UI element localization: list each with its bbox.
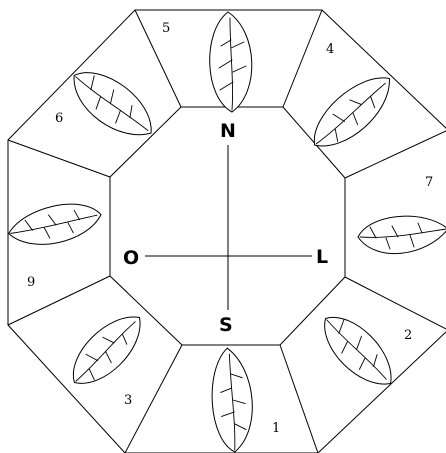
leaf-7: [358, 216, 446, 253]
leaf-5: [210, 12, 252, 112]
sector-label-1: 1: [272, 421, 280, 436]
sector-label-6: 6: [55, 111, 63, 126]
leaf-6: [62, 58, 164, 150]
direction-east: L: [316, 246, 328, 268]
sector-label-3: 3: [124, 393, 132, 408]
sector-label-4: 4: [326, 42, 334, 57]
leaf-1: [210, 347, 254, 452]
leaf-3: [61, 304, 154, 397]
compass-cross: [145, 145, 312, 310]
sector-label-9: 9: [27, 275, 35, 290]
leaf-9: [6, 200, 104, 250]
sector-label-2: 2: [404, 328, 412, 343]
sector-label-5: 5: [162, 21, 170, 36]
sector-label-7: 7: [425, 175, 433, 190]
leaf-4: [301, 65, 403, 159]
direction-west: O: [123, 247, 139, 269]
direction-north: N: [220, 120, 236, 142]
direction-south: S: [219, 314, 233, 336]
leaf-2: [312, 305, 405, 398]
